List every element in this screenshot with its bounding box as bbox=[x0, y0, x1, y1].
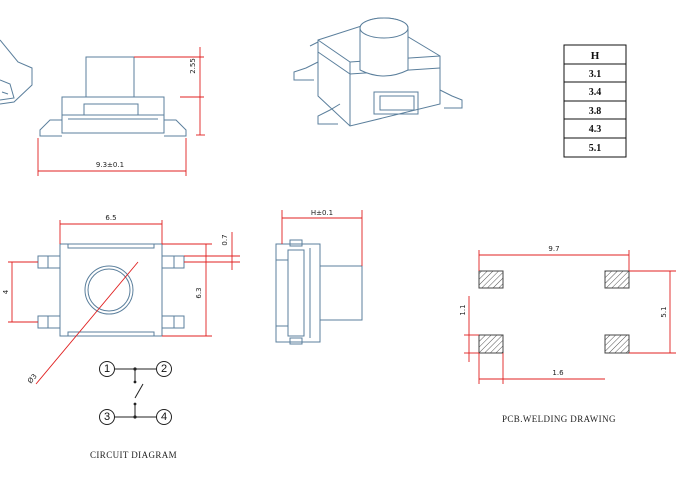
circuit-node-3 bbox=[99, 409, 115, 425]
dim-height-2-55: 2.55 bbox=[189, 58, 197, 74]
table-cell: 5.1 bbox=[589, 143, 602, 154]
circuit-node-label: 3 bbox=[104, 411, 110, 423]
table-cell: 3.1 bbox=[589, 69, 602, 80]
circuit-node-label: 1 bbox=[104, 363, 110, 375]
circuit-diagram: 1 2 3 4 CIRCUIT DIAGRAM bbox=[90, 361, 177, 460]
dim-pcb-width: 9.7 bbox=[548, 245, 559, 253]
dim-pcb-height: 5.1 bbox=[660, 306, 668, 317]
pcb-welding-drawing: 9.7 5.1 1.1 1.6 PCB.WELDING DRAWING bbox=[459, 245, 676, 424]
height-table: H 3.1 3.4 3.8 4.3 5.1 bbox=[563, 44, 627, 158]
table-cell: 3.8 bbox=[589, 106, 602, 117]
isometric-view bbox=[293, 17, 463, 127]
table-cell: 3.4 bbox=[589, 87, 602, 98]
dim-end-height: H±0.1 bbox=[311, 209, 333, 217]
pcb-caption: PCB.WELDING DRAWING bbox=[502, 414, 616, 424]
pcb-pad bbox=[478, 270, 504, 289]
circuit-node-4 bbox=[156, 409, 172, 425]
dim-body-height-6-3: 6.3 bbox=[195, 287, 203, 298]
table-header: H bbox=[591, 50, 600, 62]
dim-pin-offset-0-7: 0.7 bbox=[221, 234, 229, 245]
table-cell: 4.3 bbox=[589, 124, 602, 135]
side-view: 2.55 9.3±0.1 bbox=[37, 47, 205, 176]
pcb-pad bbox=[604, 334, 630, 354]
dim-body-width-6-5: 6.5 bbox=[105, 214, 116, 222]
partial-left-view bbox=[0, 39, 33, 105]
top-view: 6.5 0.7 6.3 4 Ø3 bbox=[2, 214, 240, 385]
circuit-node-2 bbox=[156, 361, 172, 377]
pcb-pad bbox=[478, 334, 504, 354]
circuit-caption: CIRCUIT DIAGRAM bbox=[90, 450, 177, 460]
dim-pin-spacing-4: 4 bbox=[2, 289, 10, 294]
circuit-node-1 bbox=[99, 361, 115, 377]
dim-width-9-3: 9.3±0.1 bbox=[96, 161, 124, 169]
dim-pad-gap: 1.6 bbox=[552, 369, 564, 377]
circuit-node-label: 4 bbox=[161, 411, 167, 423]
dim-pad-height: 1.1 bbox=[459, 304, 467, 315]
pcb-pad bbox=[604, 270, 630, 289]
circuit-node-label: 2 bbox=[161, 363, 167, 375]
end-view: H±0.1 bbox=[275, 209, 363, 345]
